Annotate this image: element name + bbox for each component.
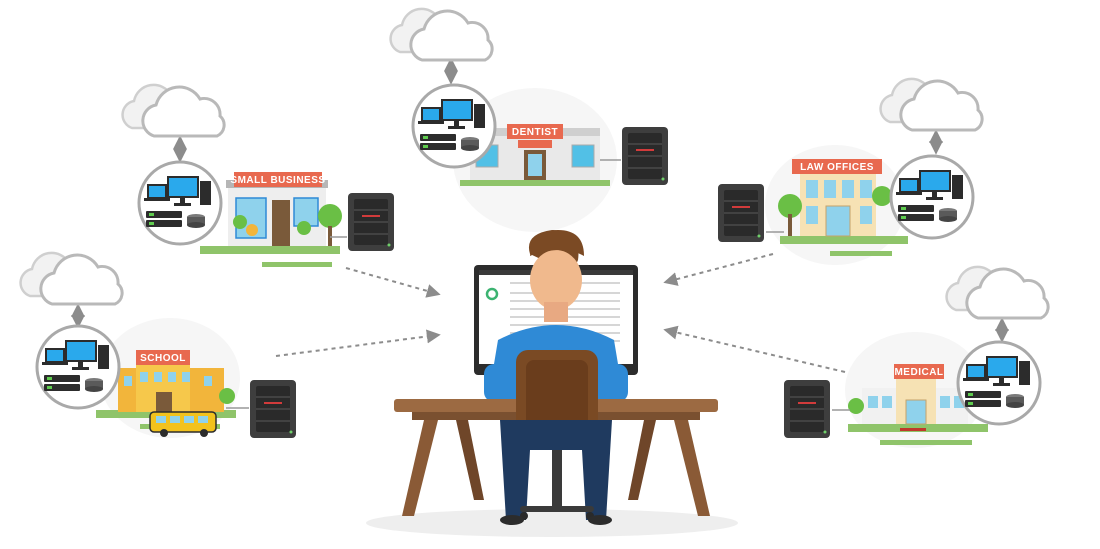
site-law-offices: LAW OFFICES: [717, 77, 984, 265]
arrow-school: [275, 329, 441, 357]
nas-device-icon: [347, 192, 395, 252]
pc-nas-circle: [35, 324, 121, 410]
office-chair: [500, 350, 612, 525]
school-sign-label: SCHOOL: [140, 353, 186, 364]
nas-device-icon: [621, 126, 669, 186]
small-business-sign: [234, 172, 322, 187]
cloud-icon: [121, 83, 226, 138]
medical-building: [848, 374, 968, 431]
nas-device-icon: [249, 379, 297, 439]
dentist-sign: [507, 124, 563, 139]
cloud-icon: [879, 77, 984, 132]
nas-device-icon: [717, 183, 765, 243]
pc-nas-circle: [411, 83, 497, 169]
cloud-icon: [945, 265, 1050, 320]
nas-device-icon: [783, 379, 831, 439]
arrow-medical: [663, 325, 846, 373]
law-offices-building: [778, 164, 892, 237]
dentist-sign-label: DENTIST: [512, 127, 558, 138]
medical-sign: [894, 364, 944, 379]
site-school: SCHOOL: [19, 251, 297, 439]
law-offices-sign: [792, 159, 882, 174]
cloud-icon: [389, 7, 494, 62]
cloud-icon: [19, 251, 124, 306]
pc-nas-circle: [889, 154, 975, 240]
school-bus-icon: [149, 411, 217, 437]
small-business-sign-label: SMALL BUSINESS: [230, 175, 325, 186]
medical-sign-label: MEDICAL: [894, 367, 943, 378]
pc-nas-circle: [956, 340, 1042, 426]
school-sign: [136, 350, 190, 365]
law-offices-sign-label: LAW OFFICES: [800, 162, 874, 173]
site-dentist: DENTIST: [389, 7, 669, 232]
admin-workstation: [366, 230, 738, 537]
pc-nas-circle: [137, 160, 223, 246]
small-business-building: [226, 180, 342, 246]
site-medical: MEDICAL: [783, 265, 1050, 448]
site-small-business: SMALL BUSINESS: [121, 83, 395, 267]
arrow-small-business: [345, 267, 441, 298]
arrow-law-offices: [663, 253, 774, 286]
